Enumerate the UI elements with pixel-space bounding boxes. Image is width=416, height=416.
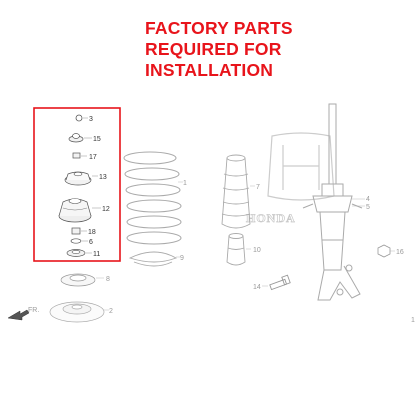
- honda-wordmark: HONDA: [246, 211, 296, 225]
- callout-14: 14: [253, 284, 261, 291]
- part-18-collar: 18: [71, 227, 96, 236]
- installation-heading: FACTORY PARTS REQUIRED FOR INSTALLATION: [145, 18, 293, 81]
- front-direction-marker: FR.: [7, 307, 39, 321]
- part-16-nut: 16: [377, 244, 404, 258]
- callout-13: 13: [99, 174, 107, 181]
- part-11-bearing: 11: [66, 249, 100, 258]
- callout-5: 5: [366, 204, 370, 211]
- callout-9: 9: [180, 255, 184, 262]
- part-14-bolt: 14: [253, 274, 291, 291]
- part-9-spring-seat: 9: [128, 251, 184, 267]
- heading-line-1: FACTORY PARTS: [145, 18, 293, 38]
- part-6-washer: 6: [70, 238, 93, 246]
- heading-line-2: REQUIRED FOR: [145, 39, 282, 59]
- part-17-bushing: 17: [72, 152, 97, 161]
- part-3-nut: 3: [75, 114, 93, 123]
- callout-18: 18: [88, 229, 96, 236]
- callout-1: 1: [183, 180, 187, 187]
- strut-assembly: 4 5: [302, 103, 370, 301]
- fr-label: FR.: [28, 307, 39, 314]
- callout-16: 16: [396, 249, 404, 256]
- part-15-washer: 15: [68, 133, 101, 143]
- callout-11: 11: [93, 251, 100, 258]
- callout-6: 6: [89, 239, 93, 246]
- callout-7: 7: [256, 184, 260, 191]
- callout-2: 2: [109, 308, 113, 315]
- required-parts-highlight: [33, 107, 121, 262]
- honda-watermark: HONDA: [246, 132, 335, 225]
- part-13-mount-cushion: 13: [64, 171, 107, 186]
- part-2-plate: 2: [49, 301, 113, 323]
- callout-15: 15: [93, 136, 101, 143]
- honda-h-logo: [267, 132, 335, 201]
- part-7-dust-boot: 7: [221, 154, 260, 229]
- callout-3: 3: [89, 116, 93, 123]
- part-12-strut-mount: 12: [58, 198, 110, 223]
- part-8-spring-seat: 8: [60, 273, 110, 287]
- part-1-coil-spring: 1: [123, 151, 187, 245]
- callout-17: 17: [89, 154, 97, 161]
- heading-line-3: INSTALLATION: [145, 60, 274, 80]
- arrow-icon: [7, 309, 30, 321]
- part-10-bump-stop: 10: [226, 233, 261, 266]
- callout-12: 12: [102, 206, 110, 213]
- corner-reference-mark: 1: [411, 317, 415, 324]
- callout-4: 4: [366, 196, 370, 203]
- callout-8: 8: [106, 276, 110, 283]
- callout-10: 10: [253, 247, 261, 254]
